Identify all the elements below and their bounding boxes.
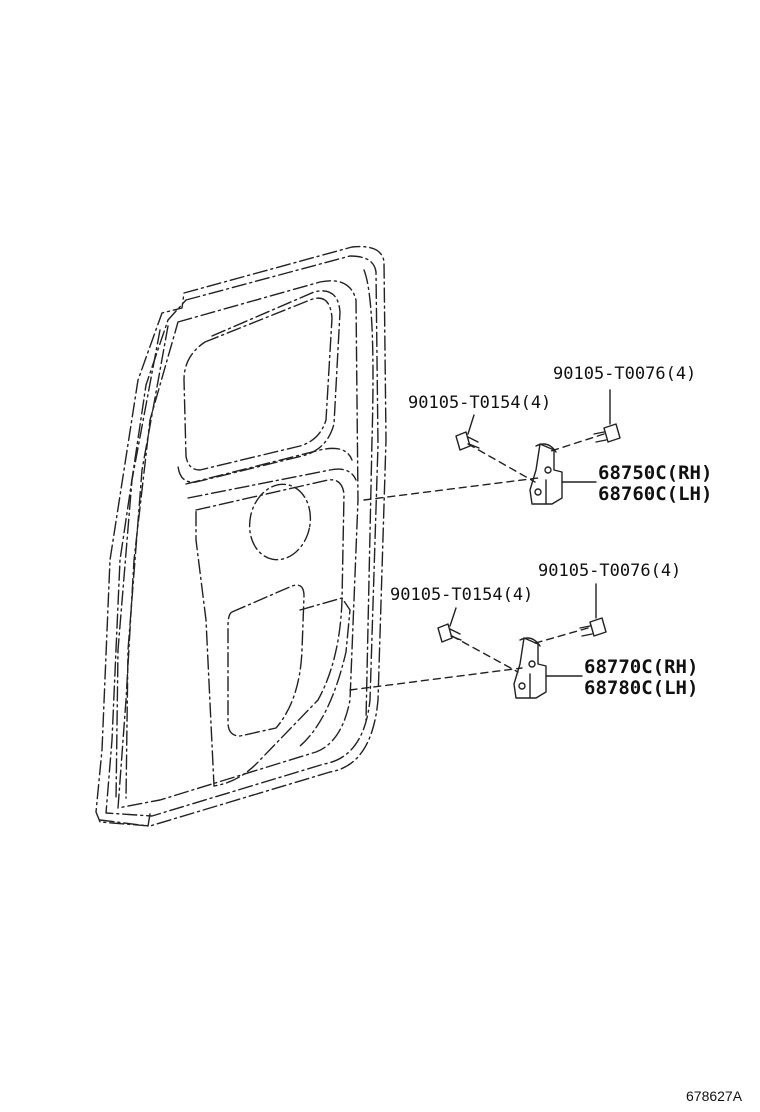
- lower-left-label-leader: [449, 607, 457, 627]
- label-hinge-lower-rh: 68770C(RH): [584, 656, 699, 678]
- upper-left-bolt-leader: [467, 443, 536, 483]
- lower-hinge-assembly: [349, 583, 607, 699]
- label-bolt-lower-left: 90105-T0154(4): [390, 585, 534, 605]
- upper-right-bolt-icon: [593, 423, 621, 443]
- lower-hinge-icon: [513, 637, 547, 699]
- label-bolt-lower-right: 90105-T0076(4): [538, 561, 682, 581]
- upper-left-bolt-icon: [455, 431, 480, 451]
- lower-right-bolt-icon: [579, 617, 607, 637]
- label-hinge-upper-lh: 68760C(LH): [598, 483, 713, 505]
- lower-door-leader: [349, 667, 523, 691]
- upper-door-leader: [363, 477, 539, 501]
- label-hinge-lower-lh: 68780C(LH): [584, 677, 699, 699]
- upper-right-bolt-leader: [547, 433, 605, 453]
- upper-hinge-icon: [529, 443, 563, 505]
- label-bolt-upper-right: 90105-T0076(4): [553, 364, 697, 384]
- label-bolt-upper-left: 90105-T0154(4): [408, 393, 552, 413]
- door-panel: [95, 245, 387, 827]
- upper-hinge-assembly: [363, 389, 621, 505]
- upper-left-label-leader: [467, 414, 475, 435]
- lower-left-bolt-icon: [437, 623, 462, 643]
- lower-left-bolt-leader: [451, 635, 519, 673]
- illustration-code: 678627A: [686, 1088, 743, 1104]
- lower-right-bolt-leader: [531, 627, 589, 645]
- label-hinge-upper-rh: 68750C(RH): [598, 462, 713, 484]
